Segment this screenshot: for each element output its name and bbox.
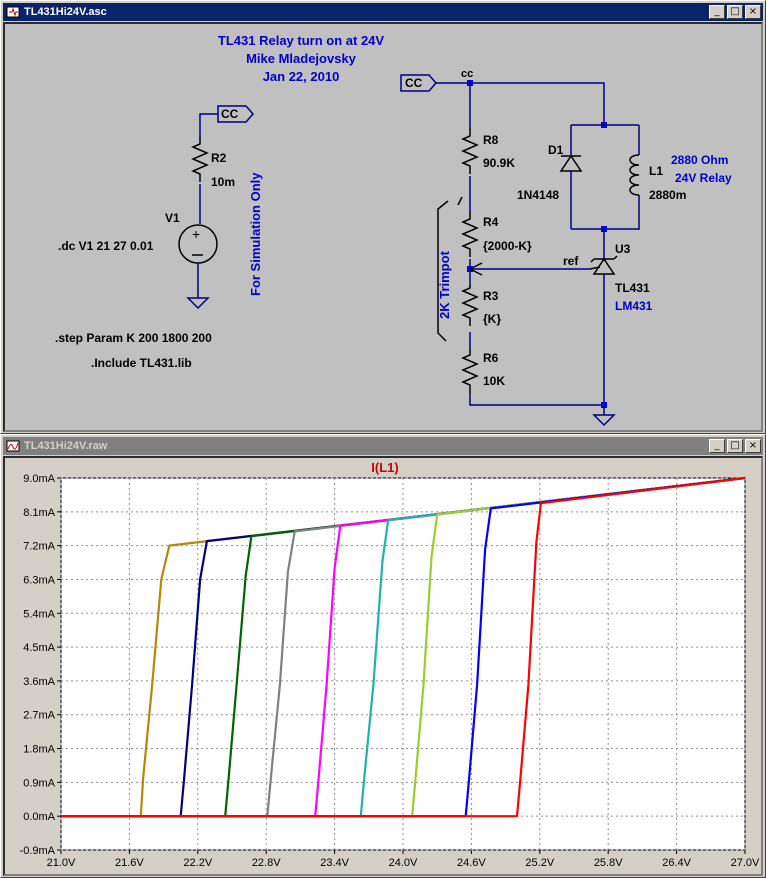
close-button[interactable]: × (745, 5, 761, 19)
plot-window: TL431Hi24V.raw _ □ × I(L1) 21.0V 21.6V 22.… (0, 434, 766, 878)
x-tick-label: 25.8V (594, 857, 623, 869)
r3-value: {K} (483, 312, 501, 326)
maximize-button[interactable]: □ (727, 5, 743, 19)
y-tick-label: 4.5mA (23, 642, 55, 654)
schematic-title: TL431Hi24V.asc (24, 6, 107, 18)
u3-shunt-regulator (592, 257, 616, 275)
r3-name: R3 (483, 289, 499, 303)
resistor-r6 (461, 349, 479, 393)
relay-line1: 2880 Ohm (671, 153, 728, 167)
r4-name: R4 (483, 215, 499, 229)
series-line-9 (61, 476, 746, 818)
r8-value: 90.9K (483, 156, 515, 170)
y-tick-label: 1.8mA (23, 744, 55, 756)
trimpot-tick (457, 196, 463, 206)
wiper-arrow (469, 262, 483, 276)
plot-minimize-button[interactable]: _ (709, 439, 725, 453)
resistor-r3 (461, 284, 479, 326)
wire-r6-gnd (469, 393, 604, 406)
cc-flag-left-label: CC (221, 107, 239, 121)
diode-d1 (559, 154, 583, 172)
sim-only-label: For Simulation Only (248, 172, 263, 296)
minimize-button[interactable]: _ (709, 5, 725, 19)
dc-directive: .dc V1 21 27 0.01 (58, 239, 154, 253)
r8-name: R8 (483, 133, 499, 147)
x-tick-label: 25.2V (525, 857, 554, 869)
x-tick-label: 21.0V (47, 857, 76, 869)
schematic-app-icon (6, 6, 20, 18)
u3-ref-pin (589, 266, 601, 270)
x-tick-label: 24.6V (457, 857, 486, 869)
resistor-r2 (191, 136, 209, 182)
y-tick-label: 0.0mA (23, 811, 55, 823)
trimpot-bracket (437, 200, 449, 342)
cc-flag-left (217, 105, 254, 123)
r2-name: R2 (211, 151, 227, 165)
v1-plus: + (192, 226, 200, 242)
x-tick-label: 24.0V (389, 857, 418, 869)
u3-name: U3 (615, 242, 631, 256)
y-tick-label: 3.6mA (23, 676, 55, 688)
schematic-window: TL431Hi24V.asc _ □ × TL431 Relay turn on… (0, 0, 766, 434)
u3-line2: LM431 (615, 299, 653, 313)
schematic-titlebar[interactable]: TL431Hi24V.asc _ □ × (3, 3, 763, 21)
y-tick-label: 9.0mA (23, 473, 55, 485)
relay-line2: 24V Relay (675, 171, 732, 185)
plot-canvas[interactable]: I(L1) 21.0V 21.6V 22.2V 22.8V 23.4V 24.0V 24.6… (3, 456, 763, 876)
comment-line1: TL431 Relay turn on at 24V (218, 33, 384, 48)
x-tick-label: 27.0V (731, 857, 760, 869)
l1-name: L1 (649, 164, 663, 178)
l1-value: 2880m (649, 188, 686, 202)
schematic-canvas[interactable]: TL431 Relay turn on at 24V Mike Mladejov… (3, 22, 763, 432)
include-directive: .Include TL431.lib (91, 356, 192, 370)
step-directive: .step Param K 200 1800 200 (55, 331, 212, 345)
comment-line2: Mike Mladejovsky (246, 51, 357, 66)
r2-value: 10m (211, 175, 235, 189)
r6-name: R6 (483, 351, 499, 365)
schematic-drawing: TL431 Relay turn on at 24V Mike Mladejov… (55, 33, 732, 427)
y-tick-label: 2.7mA (23, 710, 55, 722)
ground-right (592, 414, 616, 427)
waveform-plot: I(L1) 21.0V 21.6V 22.2V 22.8V 23.4V 24.0V 24.6… (20, 460, 761, 869)
y-tick-label: 6.3mA (23, 574, 55, 586)
resistor-r4 (461, 211, 479, 257)
wire-relay-bottom (571, 195, 640, 230)
cc-net-label: cc (461, 68, 473, 80)
d1-name: D1 (548, 143, 564, 157)
ground-left (186, 297, 210, 310)
x-tick-label: 22.8V (252, 857, 281, 869)
r6-value: 10K (483, 374, 505, 388)
cc-flag-right (400, 74, 437, 92)
comment-line3: Jan 22, 2010 (263, 69, 340, 84)
wire-cc-r2 (199, 113, 218, 136)
y-tick-label: 0.9mA (23, 777, 55, 789)
resistor-r8 (461, 128, 479, 174)
r4-value: {2000-K} (483, 239, 532, 253)
plot-maximize-button[interactable]: □ (727, 439, 743, 453)
cc-flag-right-label: CC (405, 76, 423, 90)
x-tick-label: 23.4V (320, 857, 349, 869)
y-tick-label: 5.4mA (23, 608, 55, 620)
u3-line1: TL431 (615, 281, 650, 295)
y-tick-label: 7.2mA (23, 541, 55, 553)
x-tick-label: 21.6V (115, 857, 144, 869)
x-tick-label: 26.4V (662, 857, 691, 869)
d1-value: 1N4148 (517, 188, 559, 202)
trace-label[interactable]: I(L1) (371, 460, 398, 475)
ref-label: ref (563, 254, 579, 268)
v1-name: V1 (165, 211, 180, 225)
y-tick-label: -0.9mA (20, 845, 56, 857)
waveform-icon (6, 440, 20, 452)
x-tick-label: 22.2V (183, 857, 212, 869)
plot-titlebar[interactable]: TL431Hi24V.raw _ □ × (3, 437, 763, 455)
plot-title: TL431Hi24V.raw (24, 440, 108, 452)
plot-close-button[interactable]: × (745, 439, 761, 453)
inductor-l1 (629, 154, 640, 196)
wire-cc-relay (470, 82, 605, 125)
y-tick-label: 8.1mA (23, 507, 55, 519)
trimpot-label: 2K Trimpot (437, 250, 452, 319)
